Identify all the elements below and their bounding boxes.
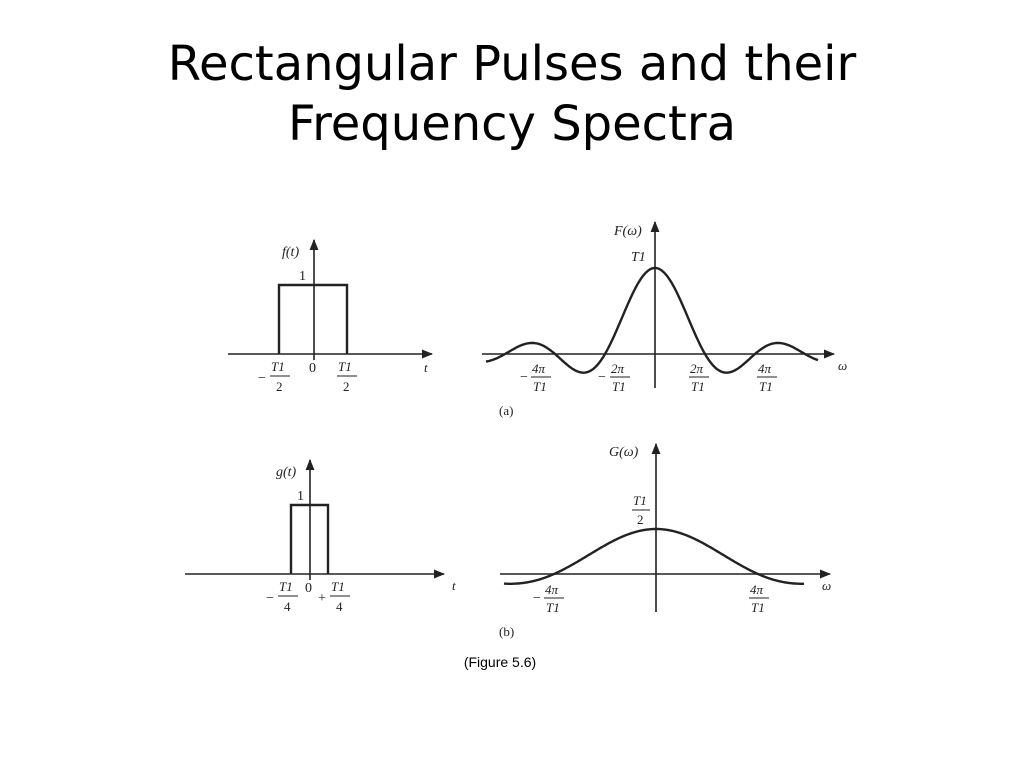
tick-sign: −	[533, 591, 541, 606]
panel-a-spectrum-tick-neg-2pi: − 2π T1	[598, 361, 630, 394]
tick-numerator: 2π	[611, 361, 625, 376]
tick-denominator: T1	[612, 379, 626, 394]
panel-a-peak-label: T1	[631, 250, 646, 265]
tick-sign: −	[258, 371, 266, 386]
panel-b-peak-label: T1 2	[632, 493, 650, 527]
panel-a-rect-pulse	[277, 283, 349, 354]
panel-a-spectrum-xlabel: ω	[838, 358, 847, 373]
panel-b-spectrum-xlabel: ω	[822, 578, 831, 593]
panel-a-time-ylabel: f(t)	[282, 245, 299, 260]
panel-b-time-ylabel: g(t)	[276, 465, 297, 480]
tick-numerator: T1	[331, 579, 345, 594]
tick-denominator: T1	[691, 379, 705, 394]
tick-denominator: 2	[343, 379, 350, 394]
panel-b-time-level-label: 1	[297, 489, 304, 504]
tick-denominator: T1	[533, 379, 547, 394]
panel-b-spectrum-ylabel: G(ω)	[609, 445, 639, 460]
panel-a-sinc-curve	[485, 266, 819, 374]
panel-a-time-level-label: 1	[299, 269, 306, 284]
tick-numerator: 4π	[545, 582, 559, 597]
title-line-1: Rectangular Pulses and their	[167, 36, 857, 92]
tick-numerator: T1	[279, 579, 293, 594]
tick-numerator: 4π	[750, 582, 764, 597]
tick-numerator: T1	[338, 359, 352, 374]
tick-sign: −	[266, 591, 274, 606]
tick-numerator: 4π	[532, 361, 546, 376]
peak-denominator: 2	[637, 512, 644, 527]
panel-b-spectrum-plot: G(ω) T1 2 ω − 4π T1 4π T1 (b)	[499, 442, 831, 639]
panel-b-time-plot: g(t) 1 0 t − T1 4 + T1 4	[185, 458, 456, 614]
panel-a-spectrum-plot: F(ω) T1 ω − 4π T1 − 2π T1 2π T1 4π T1 (a…	[482, 220, 847, 418]
panel-a-time-tick-neg: − T1 2	[258, 359, 290, 394]
peak-numerator: T1	[633, 493, 647, 508]
tick-sign: +	[318, 591, 326, 606]
panel-b-time-tick-pos: + T1 4	[318, 579, 350, 614]
panel-b-label: (b)	[499, 624, 514, 639]
panel-a-label: (a)	[499, 403, 513, 418]
tick-numerator: T1	[271, 359, 285, 374]
tick-numerator: 4π	[758, 361, 772, 376]
panel-b-time-tick-neg: − T1 4	[266, 579, 298, 614]
tick-sign: −	[598, 370, 606, 385]
panel-a-time-xlabel: t	[424, 360, 428, 375]
tick-denominator: 2	[276, 379, 283, 394]
title-line-2: Frequency Spectra	[287, 96, 737, 152]
tick-denominator: T1	[759, 379, 773, 394]
panel-b-sinc-curve	[503, 527, 804, 585]
panel-a-time-tick-pos: T1 2	[337, 359, 357, 394]
panel-b-spectrum-tick-pos-4pi: 4π T1	[749, 582, 769, 615]
panel-b-time-zero-label: 0	[305, 581, 312, 596]
slide-title: Rectangular Pulses and their Frequency S…	[0, 34, 1024, 154]
panel-a-time-plot: f(t) 1 0 t − T1 2 T1 2	[228, 238, 434, 394]
tick-numerator: 2π	[690, 361, 704, 376]
tick-sign: −	[520, 370, 528, 385]
panel-a-spectrum-ylabel: F(ω)	[613, 224, 642, 239]
panel-b-time-xlabel: t	[452, 578, 456, 593]
panel-a-spectrum-tick-neg-4pi: − 4π T1	[520, 361, 551, 394]
tick-denominator: 4	[284, 599, 291, 614]
panel-a-time-zero-label: 0	[309, 361, 316, 376]
tick-denominator: 4	[336, 599, 343, 614]
tick-denominator: T1	[546, 600, 560, 615]
panel-b-rect-pulse	[289, 503, 330, 574]
panel-b-spectrum-tick-neg-4pi: − 4π T1	[533, 582, 564, 615]
figure-caption: (Figure 5.6)	[463, 654, 537, 670]
tick-denominator: T1	[751, 600, 765, 615]
panel-a-spectrum-tick-pos-2pi: 2π T1	[689, 361, 709, 394]
panel-a-spectrum-tick-pos-4pi: 4π T1	[757, 361, 777, 394]
